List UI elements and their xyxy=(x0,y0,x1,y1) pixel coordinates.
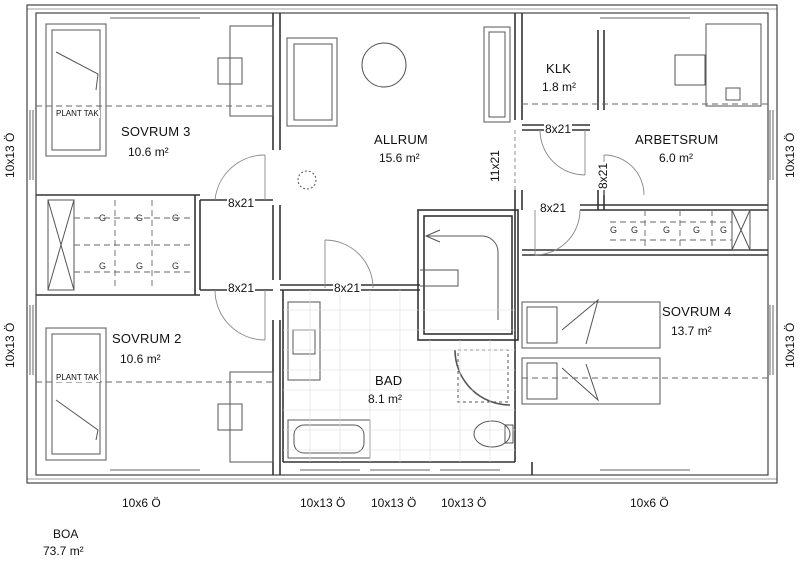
storage-mark: G xyxy=(663,225,671,235)
storage-mark: G xyxy=(693,225,701,235)
room-name-sovrum4: SOVRUM 4 xyxy=(662,304,732,319)
dashed-guides xyxy=(36,103,768,383)
plant-tak-note: PLANT TAK xyxy=(55,109,100,118)
window-label: 10x13 Ö xyxy=(371,496,417,510)
room-area-allrum: 15.6 m² xyxy=(379,151,420,165)
room-area-sovrum3: 10.6 m² xyxy=(128,145,169,159)
room-area-arbetsrum: 6.0 m² xyxy=(659,151,694,165)
window-label: 10x13 Ö xyxy=(3,132,17,178)
window-label: 10x13 Ö xyxy=(783,322,797,368)
room-name-sovrum3: SOVRUM 3 xyxy=(121,124,191,139)
door-label: 8x21 xyxy=(539,201,568,215)
storage-mark: G xyxy=(720,225,728,235)
storage-mark: G xyxy=(136,213,144,223)
summary-area: 73.7 m² xyxy=(43,544,84,558)
storage-mark: G xyxy=(172,213,180,223)
room-area-sovrum2: 10.6 m² xyxy=(120,352,161,366)
door-swings xyxy=(214,129,645,341)
door-label: 11x21 xyxy=(488,149,502,183)
room-area-sovrum4: 13.7 m² xyxy=(671,324,712,338)
window-label: 10x13 Ö xyxy=(300,496,346,510)
door-label: 8x21 xyxy=(596,161,610,190)
door-label: 8x21 xyxy=(333,281,362,295)
storage-mark: G xyxy=(99,261,107,271)
room-area-bad: 8.1 m² xyxy=(368,392,403,406)
door-label: 8x21 xyxy=(227,196,256,210)
room-name-sovrum2: SOVRUM 2 xyxy=(112,331,182,346)
storage-mark: G xyxy=(631,225,639,235)
room-name-arbetsrum: ARBETSRUM xyxy=(635,132,719,147)
storage-mark: G xyxy=(610,225,618,235)
window-label: 10x13 Ö xyxy=(441,496,487,510)
room-name-klk: KLK xyxy=(546,61,572,76)
room-name-allrum: ALLRUM xyxy=(374,132,428,147)
room-area-klk: 1.8 m² xyxy=(542,80,577,94)
room-name-bad: BAD xyxy=(375,373,403,388)
plant-tak-note: PLANT TAK xyxy=(55,373,100,382)
outer-walls xyxy=(26,4,778,484)
window-label: 10x13 Ö xyxy=(3,322,17,368)
door-label: 8x21 xyxy=(227,281,256,295)
storage-mark: G xyxy=(172,261,180,271)
window-label: 10x13 Ö xyxy=(783,132,797,178)
storage-mark: G xyxy=(99,213,107,223)
window-label: 10x6 Ö xyxy=(122,496,161,510)
interior-walls xyxy=(36,13,768,475)
window-openings xyxy=(29,17,774,471)
storage-mark: G xyxy=(136,261,144,271)
window-label: 10x6 Ö xyxy=(630,496,669,510)
door-label: 8x21 xyxy=(544,122,573,136)
furniture xyxy=(45,23,762,463)
bathroom-tiles xyxy=(283,290,515,462)
summary-label: BOA xyxy=(53,527,79,541)
